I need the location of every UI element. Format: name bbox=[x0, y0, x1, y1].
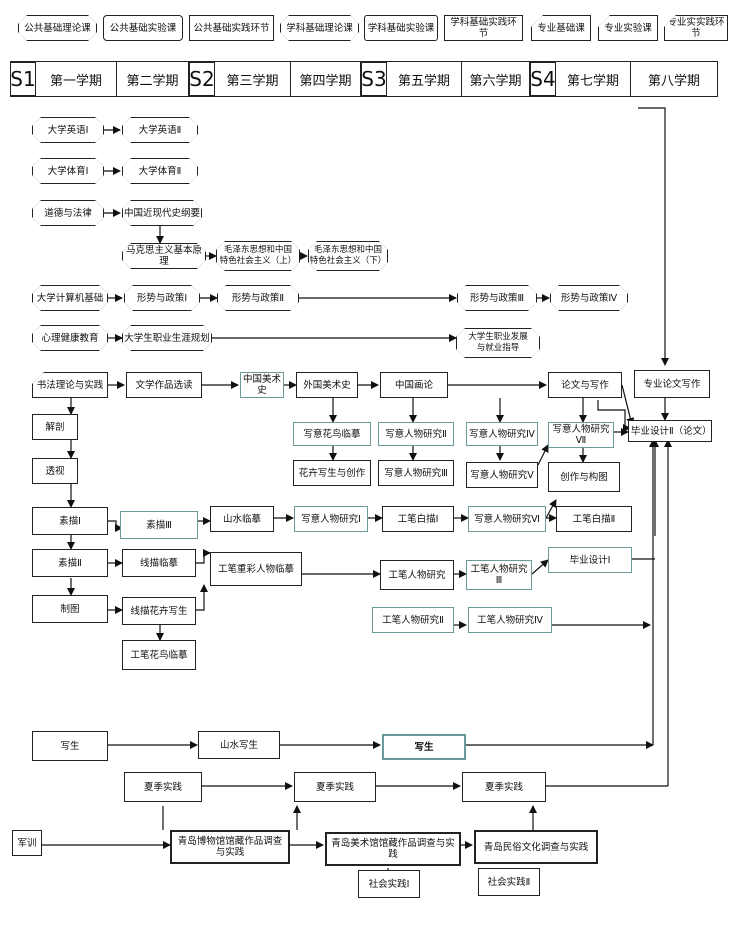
course-policy-3: 形势与政策Ⅲ bbox=[457, 285, 537, 311]
course-figure-study-6: 写意人物研究Ⅵ bbox=[468, 506, 546, 532]
course-drawing: 制图 bbox=[32, 595, 108, 623]
course-pe-2: 大学体育Ⅱ bbox=[122, 158, 198, 184]
course-mao-2: 毛泽东思想和中国 特色社会主义（下） bbox=[308, 241, 388, 271]
course-mental-health: 心理健康教育 bbox=[32, 325, 108, 351]
course-calligraphy: 书法理论与实践 bbox=[32, 372, 108, 398]
course-marxism: 马克思主义基本原理 bbox=[122, 243, 206, 269]
course-art-museum-survey: 青岛美术馆馆藏作品调查与实践 bbox=[325, 832, 461, 866]
course-english-2: 大学英语Ⅱ bbox=[122, 117, 198, 143]
course-sketch-1: 素描Ⅰ bbox=[32, 507, 108, 535]
course-line-copy: 线描临摹 bbox=[122, 549, 196, 577]
course-literature: 文学作品选读 bbox=[126, 372, 202, 398]
course-gongbi-figure: 工笔人物研究 bbox=[380, 560, 454, 590]
course-foreign-art-history: 外国美术史 bbox=[296, 372, 358, 398]
course-cn-painting-theory: 中国画论 bbox=[380, 372, 448, 398]
course-policy-1: 形势与政策Ⅰ bbox=[124, 285, 200, 311]
course-policy-2: 形势与政策Ⅱ bbox=[217, 285, 299, 311]
course-professional-thesis: 专业论文写作 bbox=[634, 370, 710, 398]
course-computer: 大学计算机基础 bbox=[32, 285, 108, 311]
course-mao-1: 毛泽东思想和中国 特色社会主义（上） bbox=[216, 241, 300, 271]
course-life-sketch-2: 写生 bbox=[382, 734, 466, 760]
course-pe-1: 大学体育Ⅰ bbox=[32, 158, 104, 184]
term-5: 第五学期 bbox=[387, 62, 462, 96]
course-landscape-copy: 山水临摹 bbox=[210, 506, 274, 532]
term-7: 第七学期 bbox=[556, 62, 631, 96]
course-figure-study-3: 写意人物研究Ⅲ bbox=[378, 460, 454, 486]
course-sketch-2: 素描Ⅱ bbox=[32, 549, 108, 577]
stage-s2: S2 bbox=[189, 62, 215, 96]
course-english-1: 大学英语Ⅰ bbox=[32, 117, 104, 143]
course-gongbi-color-copy: 工笔重彩人物临摹 bbox=[210, 552, 302, 586]
legend-public-lab: 公共基础实验课 bbox=[103, 15, 183, 41]
course-landscape-life: 山水写生 bbox=[198, 731, 280, 759]
course-gongbi-figure-2: 工笔人物研究Ⅱ bbox=[372, 607, 454, 633]
term-6: 第六学期 bbox=[462, 62, 530, 96]
course-life-sketch: 写生 bbox=[32, 731, 108, 761]
course-museum-survey: 青岛博物馆馆藏作品调查与实践 bbox=[170, 830, 290, 864]
course-policy-4: 形势与政策Ⅳ bbox=[550, 285, 628, 311]
course-flower-creation: 花卉写生与创作 bbox=[293, 460, 371, 486]
course-gongbi-figure-4: 工笔人物研究Ⅳ bbox=[468, 607, 552, 633]
semester-bar: S1 第一学期 第二学期 S2 第三学期 第四学期 S3 第五学期 第六学期 S… bbox=[10, 61, 718, 97]
course-summer-practice-2: 夏季实践 bbox=[294, 772, 376, 802]
course-figure-study-1: 写意人物研究Ⅰ bbox=[294, 506, 368, 532]
course-line-flower-sketch: 线描花卉写生 bbox=[122, 597, 196, 625]
course-figure-study-2: 写意人物研究Ⅱ bbox=[378, 422, 454, 446]
course-gongbi-line-2: 工笔白描Ⅱ bbox=[556, 506, 632, 532]
term-3: 第三学期 bbox=[215, 62, 291, 96]
course-sketch-3: 素描Ⅲ bbox=[120, 511, 198, 539]
term-1: 第一学期 bbox=[36, 62, 117, 96]
legend-public-practice: 公共基础实践环节 bbox=[189, 15, 274, 41]
legend-major-basic: 专业基础课 bbox=[531, 15, 591, 41]
course-social-practice-2: 社会实践Ⅱ bbox=[478, 868, 540, 896]
course-cn-art-history: 中国美术史 bbox=[240, 372, 284, 398]
stage-s4: S4 bbox=[530, 62, 556, 96]
course-gongbi-bird-copy: 工笔花鸟临摹 bbox=[122, 640, 196, 670]
stage-s1: S1 bbox=[10, 62, 36, 96]
course-ethics-law: 道德与法律 bbox=[32, 200, 104, 226]
course-social-practice-1: 社会实践Ⅰ bbox=[358, 870, 420, 898]
course-thesis-writing: 论文与写作 bbox=[548, 372, 622, 398]
legend-discipline-lab: 学科基础实验课 bbox=[364, 15, 438, 41]
legend-major-lab: 专业实验课 bbox=[598, 15, 658, 41]
course-military-training: 军训 bbox=[12, 830, 42, 856]
course-graduation-design-1: 毕业设计Ⅰ bbox=[548, 547, 632, 573]
course-perspective: 透视 bbox=[32, 458, 78, 484]
course-bird-flower-copy: 写意花鸟临摹 bbox=[293, 422, 371, 446]
course-folk-culture-survey: 青岛民俗文化调查与实践 bbox=[474, 830, 598, 864]
course-career-development: 大学生职业发展 与就业指导 bbox=[456, 328, 540, 358]
course-graduation-design-2: 毕业设计Ⅱ（论文） bbox=[628, 420, 712, 442]
term-2: 第二学期 bbox=[117, 62, 189, 96]
legend-major-practice: 专业实实践环节 bbox=[664, 15, 728, 41]
legend-discipline-practice: 学科基础实践环节 bbox=[444, 15, 523, 41]
course-modern-history: 中国近现代史纲要 bbox=[122, 200, 202, 226]
legend-public-theory: 公共基础理论课 bbox=[18, 15, 97, 41]
course-composition: 创作与构图 bbox=[548, 462, 620, 492]
course-figure-study-4: 写意人物研究Ⅳ bbox=[466, 422, 538, 446]
legend-discipline-theory: 学科基础理论课 bbox=[280, 15, 359, 41]
term-4: 第四学期 bbox=[291, 62, 361, 96]
course-summer-practice-3: 夏季实践 bbox=[462, 772, 546, 802]
course-anatomy: 解剖 bbox=[32, 414, 78, 440]
course-career-planning: 大学生职业生涯规划 bbox=[122, 325, 212, 351]
course-gongbi-line-1: 工笔白描Ⅰ bbox=[382, 506, 454, 532]
stage-s3: S3 bbox=[361, 62, 387, 96]
course-summer-practice-1: 夏季实践 bbox=[124, 772, 202, 802]
course-figure-study-7: 写意人物研究Ⅶ bbox=[548, 422, 614, 448]
course-figure-study-5: 写意人物研究Ⅴ bbox=[466, 462, 538, 488]
term-8: 第八学期 bbox=[647, 73, 700, 89]
course-gongbi-figure-3: 工笔人物研究Ⅲ bbox=[466, 560, 532, 590]
